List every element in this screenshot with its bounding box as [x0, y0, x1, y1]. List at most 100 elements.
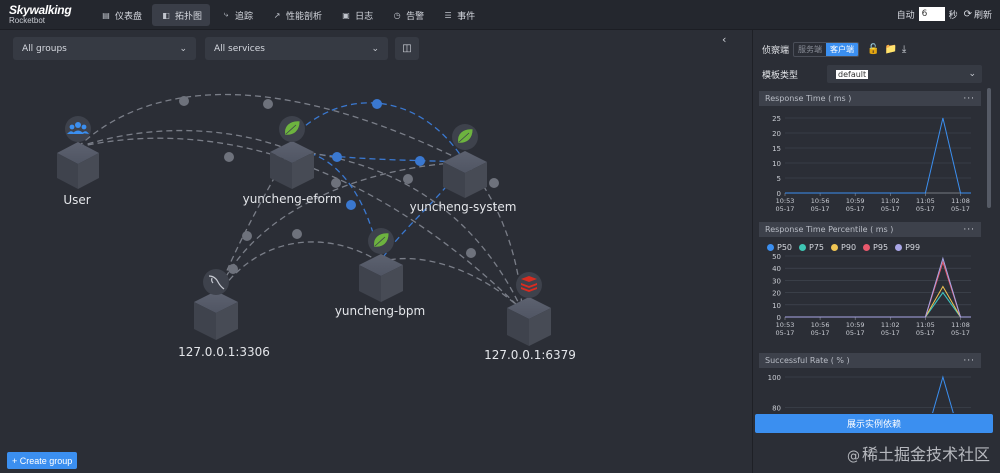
create-group-button[interactable]: + Create group [7, 452, 78, 469]
nav-item-dashboard[interactable]: ▤ 仪表盘 [92, 4, 150, 26]
mode-client-option[interactable]: 客户端 [826, 43, 859, 56]
refresh-button[interactable]: ⟳ 刷新 [964, 8, 992, 21]
download-icon[interactable]: ⤓ [901, 44, 907, 55]
legend-p95[interactable]: P95 [863, 243, 888, 252]
nav-label: 追踪 [235, 11, 254, 22]
group-select[interactable]: All groups ⌄ [13, 37, 196, 60]
watermark-prefix: @ [846, 449, 860, 464]
nav-label: 拓扑图 [175, 11, 203, 22]
panel-header: 侦察端 服务端 客户端 🔓 📁 ⤓ [762, 42, 911, 57]
node-label-user: User [63, 193, 91, 207]
mysql-icon [208, 275, 225, 290]
legend-label: P90 [841, 243, 857, 252]
legend-swatch [895, 244, 903, 251]
x-tick-label: 10:59 [846, 197, 865, 205]
template-label: 模板类型 [762, 71, 799, 81]
y-tick-label: 5 [777, 175, 781, 183]
edge-system-mysql [214, 161, 466, 301]
node-user[interactable] [57, 116, 99, 189]
nav-item-topology[interactable]: ◧ 拓扑图 [152, 4, 211, 26]
node-label-bpm: yuncheng-bpm [334, 304, 426, 318]
x-tick-label: 10:56 [811, 197, 830, 205]
edge-system-eform [289, 102, 466, 163]
users-icon [67, 122, 89, 134]
y-tick-label: 0 [777, 190, 781, 198]
series-line-P99 [785, 256, 971, 318]
legend-p75[interactable]: P75 [799, 243, 824, 252]
spring-icon [284, 120, 301, 136]
x-tick-label: 11:08 [951, 321, 970, 329]
template-select[interactable]: default ⌄ [827, 65, 982, 83]
layout-toggle-button[interactable]: ◫ [395, 37, 419, 60]
redis-icon [521, 276, 537, 292]
service-select[interactable]: All services ⌄ [205, 37, 388, 60]
nav-item-event[interactable]: ☰ 事件 [434, 4, 483, 26]
nav-label: 日志 [355, 11, 374, 22]
chevron-down-icon: ⌄ [371, 43, 379, 54]
y-tick-label: 100 [768, 374, 781, 382]
skywalking-logo[interactable]: Skywalking Rocketbot [9, 4, 72, 25]
event-icon: ☰ [444, 10, 452, 20]
x-tick-label: 05-17 [846, 205, 865, 213]
legend-p90[interactable]: P90 [831, 243, 856, 252]
legend-swatch [799, 244, 807, 251]
topology-canvas[interactable]: User yuncheng-eform yuncheng-system yunc… [0, 62, 750, 452]
x-tick-label: 05-17 [916, 205, 935, 213]
chart-legend: P50 P75 P90 P95 P99 [759, 237, 981, 252]
refresh-label: 刷新 [973, 10, 992, 21]
panel-title: 侦察端 [762, 46, 790, 56]
folder-icon[interactable]: 📁 [884, 44, 897, 55]
spring-icon [373, 232, 390, 248]
chevron-left-icon: ‹ [722, 33, 727, 46]
layout-icon: ◫ [402, 43, 412, 54]
edge-user-system [77, 93, 466, 163]
edge-user-eform [77, 129, 291, 151]
more-icon[interactable]: ··· [963, 93, 975, 104]
panel-actions: 🔓 📁 ⤓ [867, 44, 911, 55]
x-tick-label: 11:02 [881, 197, 900, 205]
nav-label: 仪表盘 [115, 11, 143, 22]
mode-server-option[interactable]: 服务端 [798, 45, 823, 54]
x-tick-label: 05-17 [951, 329, 970, 337]
edge-bpm-mysql [214, 241, 381, 301]
widget-title: Successful Rate ( % ) [765, 356, 850, 365]
x-tick-label: 10:53 [776, 321, 795, 329]
node-yuncheng-system[interactable] [443, 124, 487, 198]
show-instance-dependency-button[interactable]: 展示实例依赖 [755, 414, 993, 433]
log-icon: ▣ [342, 10, 350, 20]
legend-swatch [831, 244, 839, 251]
dashboard-icon: ▤ [102, 10, 110, 20]
nav-item-profile[interactable]: ↗ 性能剖析 [263, 4, 330, 26]
mode-switch: 服务端 客户端 [793, 42, 860, 57]
topology-graph [57, 93, 551, 346]
edge-dots[interactable] [179, 96, 499, 274]
nav-label: 事件 [457, 11, 476, 22]
refresh-icon: ⟳ [963, 8, 972, 20]
refresh-interval-input[interactable] [918, 7, 945, 21]
unit-label: 秒 [948, 10, 958, 21]
node-mysql[interactable] [194, 269, 238, 340]
lock-icon[interactable]: 🔓 [867, 44, 880, 55]
auto-label[interactable]: 自动 [896, 10, 915, 21]
series-line-0 [785, 117, 971, 194]
panel-scrollbar[interactable] [987, 88, 991, 208]
x-tick-label: 10:56 [811, 321, 830, 329]
group-select-value: All groups [22, 43, 67, 54]
node-label-eform: yuncheng-eform [242, 192, 342, 206]
more-icon[interactable]: ··· [963, 355, 975, 366]
nav-label: 性能剖析 [286, 11, 323, 22]
node-label-system: yuncheng-system [409, 200, 517, 214]
node-label-redis: 127.0.0.1:6379 [484, 348, 576, 362]
x-tick-label: 11:08 [951, 197, 970, 205]
legend-p50[interactable]: P50 [767, 243, 792, 252]
collapse-panel-button[interactable]: ‹ [722, 33, 726, 46]
nav-item-alarm[interactable]: ◷ 告警 [383, 4, 432, 26]
legend-p99[interactable]: P99 [895, 243, 920, 252]
x-tick-label: 11:05 [916, 197, 935, 205]
node-yuncheng-eform[interactable] [270, 116, 314, 189]
more-icon[interactable]: ··· [963, 224, 975, 235]
nav-item-log[interactable]: ▣ 日志 [332, 4, 381, 26]
node-yuncheng-bpm[interactable] [359, 228, 403, 302]
nav-item-trace[interactable]: ⤷ 追踪 [212, 4, 261, 26]
node-redis[interactable] [507, 272, 551, 346]
